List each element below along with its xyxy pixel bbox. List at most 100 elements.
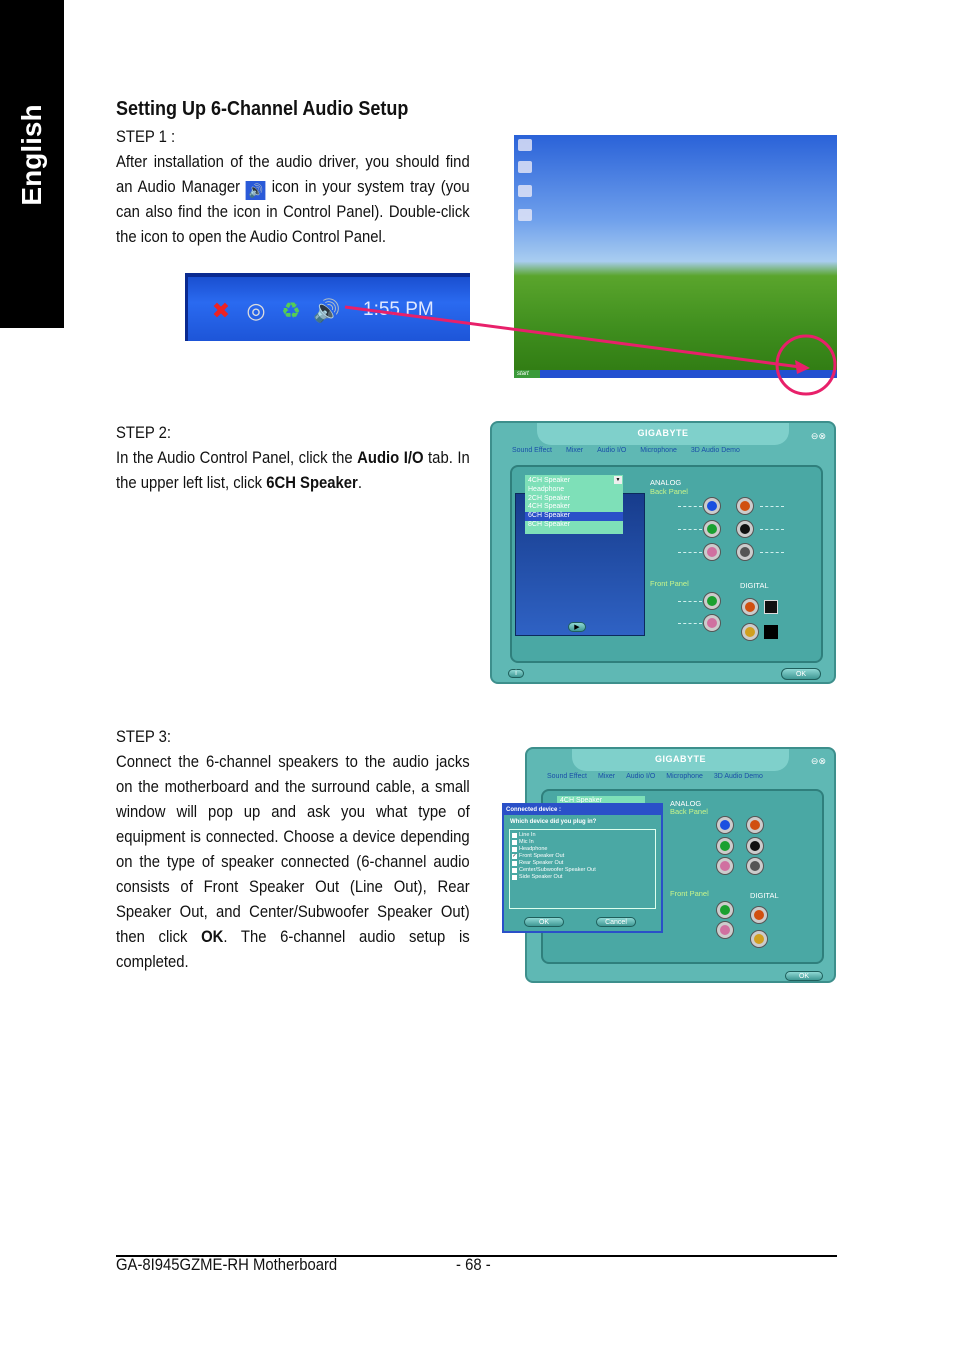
jack-pink[interactable] [704,544,720,560]
step1-text-a: After installation of the audio driver, … [116,153,470,196]
spdif-gold-jack[interactable] [751,931,767,947]
tab-mixer[interactable]: Mixer [565,447,584,454]
dialog-title: Connected device : [504,805,661,815]
tab-3d-audio-demo[interactable]: 3D Audio Demo [713,773,763,780]
play-button[interactable]: ▶ [568,622,586,632]
footer-model: GA-8I945GZME-RH Motherboard [116,1256,338,1274]
device-option[interactable]: Center/Subwoofer Speaker Out [512,867,653,874]
tab-mixer[interactable]: Mixer [597,773,616,780]
back-panel-label: Back Panel [650,487,688,496]
analog-label: ANALOG [670,799,702,808]
language-side-tab: English [0,0,64,328]
spdif-coax-jack[interactable] [751,907,767,923]
jack-black[interactable] [737,521,753,537]
system-tray-image: ✖ ◎ ♻ 🔊 1:55 PM [185,273,470,341]
tab-audio-io[interactable]: Audio I/O [626,773,656,780]
callout-overlay [344,305,837,396]
jack-blue[interactable] [717,817,733,833]
tab-sound-effect[interactable]: Sound Effect [512,447,552,454]
step2-bold-b: 6CH Speaker [266,474,358,492]
step3-text-b: . The 6-channel audio setup is completed… [116,928,470,971]
jack-green[interactable] [717,838,733,854]
optical-icon [764,625,778,639]
device-option[interactable]: ✓Front Speaker Out [512,853,565,859]
option-6ch[interactable]: 6CH Speaker [525,512,623,521]
jack-blue[interactable] [704,498,720,514]
safely-remove-icon: ♻ [281,298,301,323]
tab-microphone[interactable]: Microphone [666,773,703,780]
desktop-icon [518,139,532,151]
front-jack-green[interactable] [717,902,733,918]
front-panel-label: Front Panel [650,579,689,588]
taskbar [514,370,837,378]
desktop-icon [518,161,532,173]
step2-text: STEP 2: In the Audio Control Panel, clic… [116,421,470,496]
tab-sound-effect[interactable]: Sound Effect [547,773,587,780]
start-button[interactable]: start [514,370,540,378]
step3-text-a: Connect the 6-channel speakers to the au… [116,753,470,946]
speaker-options-list: Headphone 2CH Speaker 4CH Speaker 6CH Sp… [525,486,623,534]
front-jack-pink[interactable] [717,922,733,938]
digital-label: DIGITAL [750,891,779,900]
window-controls[interactable]: ⊖⊗ [810,756,826,766]
speaker-select[interactable]: 4CH Speaker [557,796,645,805]
callout-line [344,305,801,369]
device-option[interactable]: Side Speaker Out [512,874,653,881]
network-error-icon: ✖ [211,298,231,323]
brand-logo: GIGABYTE [572,749,789,771]
audio-control-panel: GIGABYTE ⊖⊗ Sound Effect Mixer Audio I/O… [490,421,836,684]
section-title: Setting Up 6-Channel Audio Setup [116,98,409,120]
option-2ch[interactable]: 2CH Speaker [528,494,571,502]
ok-button[interactable]: OK [781,668,821,680]
step1-text-b: icon in your system tray (you can also f… [116,178,470,246]
dialog-ok-button[interactable]: OK [524,917,564,927]
tab-microphone[interactable]: Microphone [640,447,677,454]
connected-device-dialog: Connected device : Which device did you … [502,803,663,933]
audio-manager-icon: 🔊 [246,181,266,200]
jack-pink[interactable] [717,858,733,874]
dialog-question: Which device did you plug in? [510,819,597,825]
tab-3d-audio-demo[interactable]: 3D Audio Demo [690,447,740,454]
step1-heading: STEP 1 : [116,128,176,146]
dialog-cancel-button[interactable]: Cancel [596,917,636,927]
jack-orange[interactable] [747,817,763,833]
spdif-coax-jack[interactable] [742,599,758,615]
optical-icon [764,600,778,614]
jack-gray[interactable] [737,544,753,560]
step1-text: STEP 1 : After installation of the audio… [116,125,470,250]
front-jack-green[interactable] [704,593,720,609]
window-controls[interactable]: ⊖⊗ [810,431,826,441]
step2-text-b: tab. In the upper left list, click [116,449,470,492]
front-panel-label: Front Panel [670,889,709,898]
device-option[interactable]: Rear Speaker Out [512,860,653,867]
step2-text-a: In the Audio Control Panel, click the [116,449,358,467]
step3-text: STEP 3: Connect the 6-channel speakers t… [116,725,470,975]
step2-text-c: . [357,474,362,492]
callout-circle [775,334,837,396]
option-4ch[interactable]: 4CH Speaker [528,503,571,511]
jack-gray[interactable] [747,858,763,874]
device-option[interactable]: Line In [512,832,653,839]
spdif-gold-jack[interactable] [742,624,758,640]
desktop-icon [518,185,532,197]
option-headphone[interactable]: Headphone [528,486,565,493]
info-button[interactable]: i [508,669,524,678]
tab-audio-io[interactable]: Audio I/O [597,447,627,454]
jack-green[interactable] [704,521,720,537]
device-option[interactable]: Mic In [512,839,653,846]
ok-button[interactable]: OK [785,971,823,981]
analog-label: ANALOG [650,478,682,487]
callout-arrowhead [795,360,810,374]
device-option[interactable]: Headphone [512,846,653,853]
audio-manager-icon[interactable]: 🔊 [313,298,341,323]
option-8ch[interactable]: 8CH Speaker [528,520,571,528]
brand-logo: GIGABYTE [537,423,789,445]
front-jack-pink[interactable] [704,615,720,631]
speaker-select[interactable]: 4CH Speaker▼ [525,475,623,486]
digital-label: DIGITAL [740,581,769,590]
jack-black[interactable] [747,838,763,854]
jack-orange[interactable] [737,498,753,514]
back-panel-label: Back Panel [670,807,708,816]
step2-heading: STEP 2: [116,424,172,442]
footer-rule [116,1255,837,1257]
